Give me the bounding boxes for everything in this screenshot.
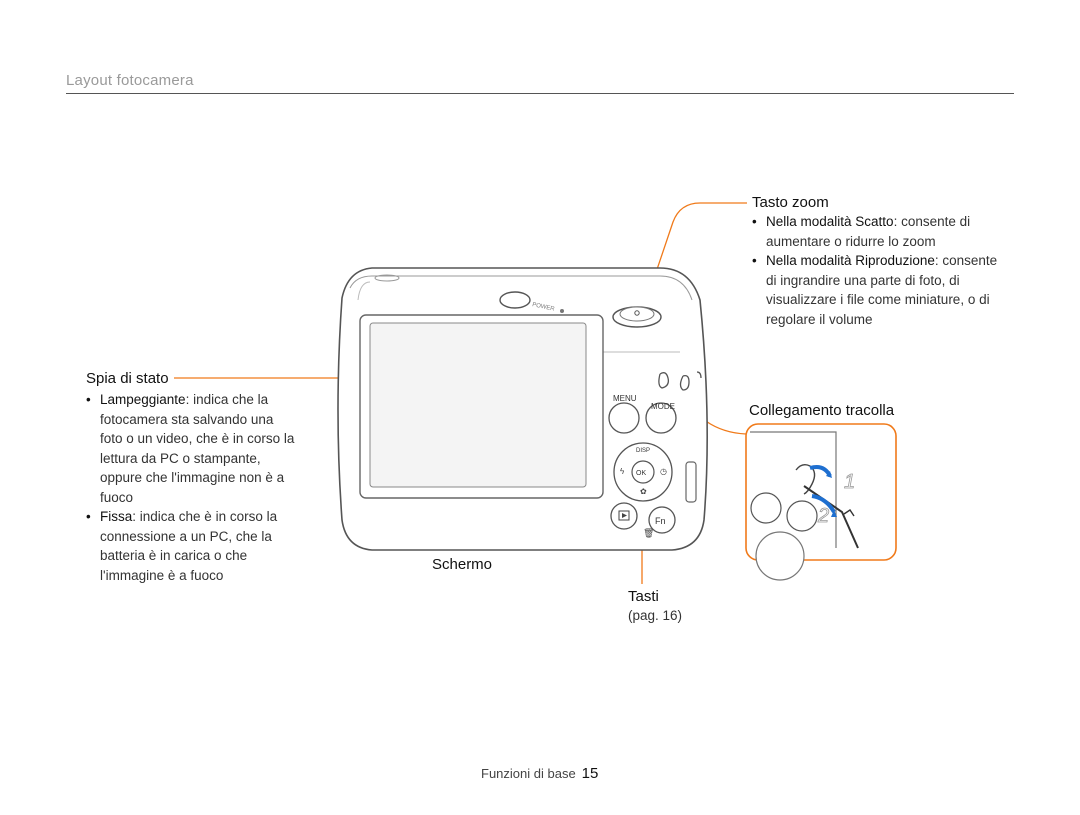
fn-button: Fn bbox=[648, 506, 676, 534]
svg-text:◷: ◷ bbox=[660, 467, 667, 476]
svg-text:Fn: Fn bbox=[655, 516, 666, 526]
svg-text:🗑: 🗑 bbox=[643, 528, 654, 538]
title-divider bbox=[66, 93, 1014, 94]
status-lamp-label: Spia di stato bbox=[86, 370, 169, 387]
svg-text:1: 1 bbox=[844, 471, 855, 493]
side-port bbox=[685, 461, 697, 503]
zoom-item-playback: Nella modalità Riproduzione: consente di… bbox=[752, 251, 1002, 329]
zoom-button-description: Nella modalità Scatto: consente di aumen… bbox=[752, 212, 1002, 329]
screen-label: Schermo bbox=[432, 556, 493, 573]
mode-button: MODE bbox=[645, 402, 677, 434]
playback-button bbox=[610, 502, 638, 530]
svg-text:MODE: MODE bbox=[651, 402, 675, 411]
power-button: POWER bbox=[499, 291, 564, 313]
svg-text:POWER: POWER bbox=[532, 302, 556, 313]
zoom-button-label: Tasto zoom bbox=[752, 194, 829, 211]
section-title: Layout fotocamera bbox=[66, 72, 194, 89]
status-lamp-description: Lampeggiante: indica che la fotocamera s… bbox=[86, 390, 296, 585]
buttons-page-reference: (pag. 16) bbox=[628, 608, 683, 623]
status-lamp-blinking: Lampeggiante: indica che la fotocamera s… bbox=[86, 390, 296, 507]
menu-button: MENU bbox=[608, 394, 640, 434]
strap-eyelet-label: Collegamento tracolla bbox=[749, 402, 895, 419]
svg-text:✿: ✿ bbox=[640, 487, 647, 496]
svg-text:DISP: DISP bbox=[636, 448, 650, 454]
svg-text:MENU: MENU bbox=[613, 394, 637, 403]
zoom-leader-line bbox=[645, 202, 747, 303]
svg-text:2: 2 bbox=[817, 505, 829, 527]
zoom-lever bbox=[612, 306, 662, 328]
strap-detail-inset: 1 2 bbox=[745, 423, 897, 581]
svg-text:ϟ: ϟ bbox=[620, 467, 625, 476]
buttons-label: Tasti bbox=[628, 588, 659, 605]
svg-text:OK: OK bbox=[636, 470, 646, 477]
footer-section-name: Funzioni di base bbox=[481, 766, 576, 781]
zoom-item-shooting: Nella modalità Scatto: consente di aumen… bbox=[752, 212, 1002, 251]
navigation-dial: OK DISP ϟ ◷ ✿ bbox=[613, 442, 673, 502]
screen-display bbox=[359, 314, 604, 499]
page-footer: Funzioni di base 15 bbox=[481, 765, 598, 782]
status-lamp-steady: Fissa: indica che è in corso la connessi… bbox=[86, 507, 296, 585]
strap-eyelets bbox=[658, 371, 702, 391]
page-number: 15 bbox=[581, 765, 599, 782]
